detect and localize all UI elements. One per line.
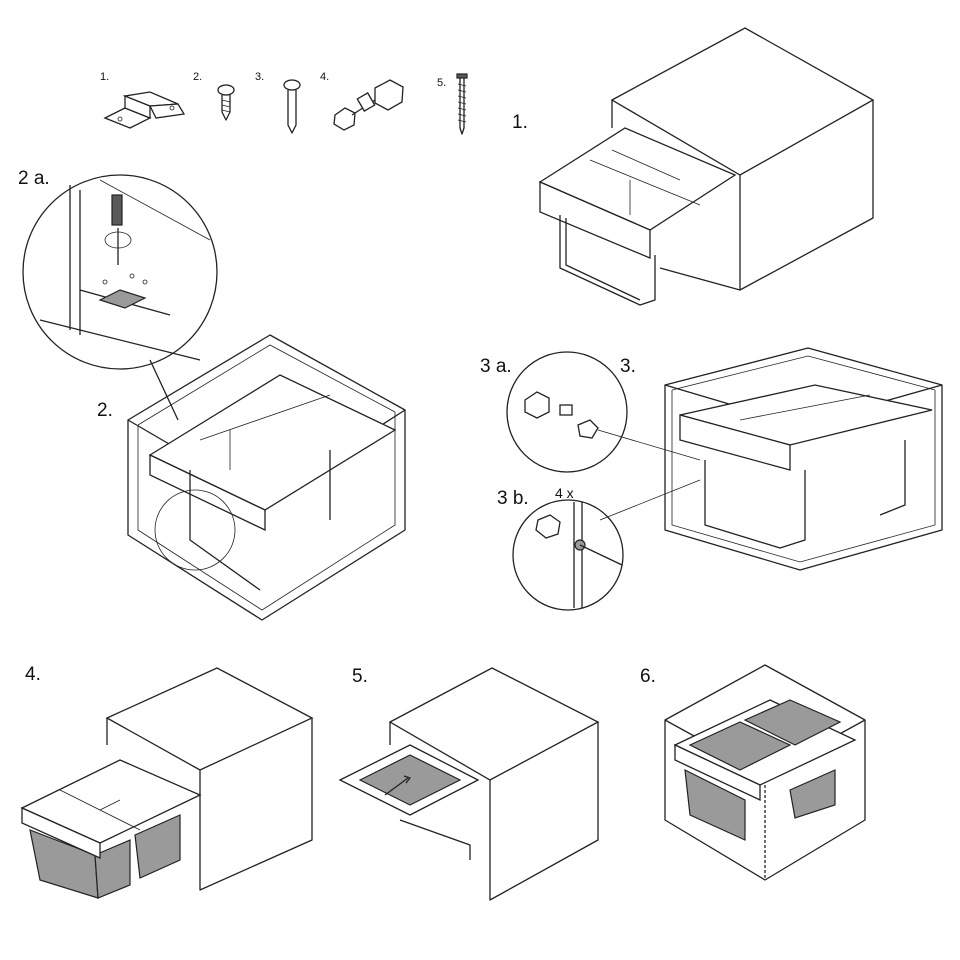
step-3a-detail: [506, 351, 701, 473]
parts-list: 1. 2. 3. 4. 5.: [100, 71, 468, 135]
step-3b-label: 3 b.: [497, 488, 529, 509]
part-label-2: 2.: [193, 71, 202, 83]
mounting-bracket-icon: [103, 91, 186, 129]
step-4-cabinet: [20, 667, 314, 899]
step-4-label: 4.: [25, 664, 41, 685]
step-5-cabinet: [338, 667, 600, 901]
step-1-label: 1.: [512, 112, 528, 133]
step-6-label: 6.: [640, 666, 656, 687]
step-3-label: 3.: [620, 356, 636, 377]
part-label-1: 1.: [100, 71, 109, 83]
adjustable-foot-icon: [333, 79, 404, 131]
part-label-4: 4.: [320, 71, 329, 83]
step-3b-detail: [512, 479, 701, 611]
step-3a-label: 3 a.: [480, 356, 512, 377]
step-3b-quantity: 4 x: [555, 485, 574, 501]
step-2a-label: 2 a.: [18, 168, 50, 189]
step-3-cabinet: [664, 347, 943, 571]
step-2-cabinet: [127, 334, 406, 621]
short-screw-icon: [217, 84, 235, 121]
wood-screw-icon: [456, 73, 468, 135]
long-screw-icon: [283, 79, 301, 134]
step-5-label: 5.: [352, 666, 368, 687]
step-1-cabinet: [538, 27, 875, 306]
step-2-label: 2.: [97, 400, 113, 421]
step-6-cabinet: [664, 664, 866, 881]
part-label-3: 3.: [255, 71, 264, 83]
part-label-5: 5.: [437, 77, 446, 89]
step-2a-detail: [22, 174, 218, 421]
